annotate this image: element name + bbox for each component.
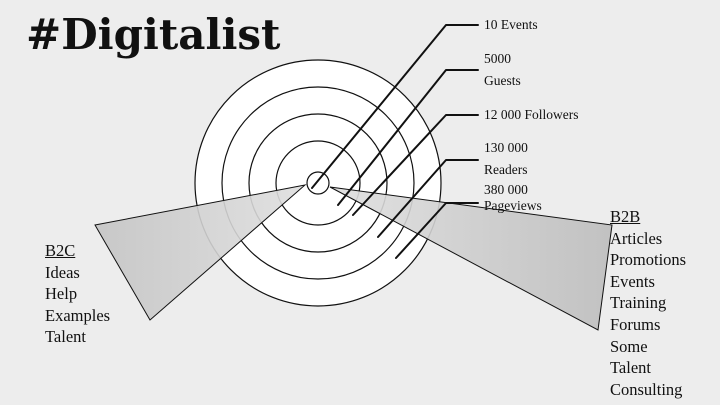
b2b-heading: B2B <box>610 207 641 226</box>
metric-events-text: 10 Events <box>484 17 538 32</box>
metric-readers: 130 000 Readers <box>484 137 528 181</box>
b2c-wedge <box>94 184 307 321</box>
b2c-heading: B2C <box>45 241 76 260</box>
leader-line-pageviews <box>395 202 479 259</box>
b2b-list: B2B Articles Promotions Events Training … <box>610 206 686 400</box>
b2c-list: B2C Ideas Help Examples Talent <box>45 240 110 348</box>
metric-readers-unit: Readers <box>484 162 528 177</box>
page-title: #Digitalist <box>26 10 281 59</box>
list-item: Events <box>610 271 655 291</box>
metric-guests-value: 5000 <box>484 51 511 66</box>
list-item: Ideas <box>45 262 80 282</box>
b2b-wedge <box>329 186 613 331</box>
metric-readers-value: 130 000 <box>484 140 528 155</box>
metric-guests: 5000 Guests <box>484 48 521 92</box>
metric-events: 10 Events <box>484 14 538 36</box>
list-item: Talent <box>45 327 86 347</box>
list-item: Training <box>610 293 667 313</box>
list-item: Articles <box>610 228 663 248</box>
ring-inner <box>306 171 330 195</box>
leader-line-readers <box>377 159 479 238</box>
metric-pageviews-unit: Pageviews <box>484 198 542 213</box>
list-item: Examples <box>45 305 111 325</box>
list-item: Promotions <box>610 250 687 270</box>
list-item: Help <box>45 284 78 304</box>
metric-pageviews: 380 000 Pageviews <box>484 182 542 214</box>
leader-line-events <box>311 24 479 189</box>
list-item: Some <box>610 336 648 356</box>
leader-line-followers <box>352 114 479 216</box>
leader-line-guests <box>337 69 479 206</box>
list-item: Talent <box>610 358 651 378</box>
metric-followers: 12 000 Followers <box>484 104 579 126</box>
metric-followers-text: 12 000 Followers <box>484 107 579 122</box>
metric-pageviews-value: 380 000 <box>484 182 528 197</box>
list-item: Consulting <box>610 379 683 399</box>
list-item: Forums <box>610 314 661 334</box>
metric-guests-unit: Guests <box>484 73 521 88</box>
